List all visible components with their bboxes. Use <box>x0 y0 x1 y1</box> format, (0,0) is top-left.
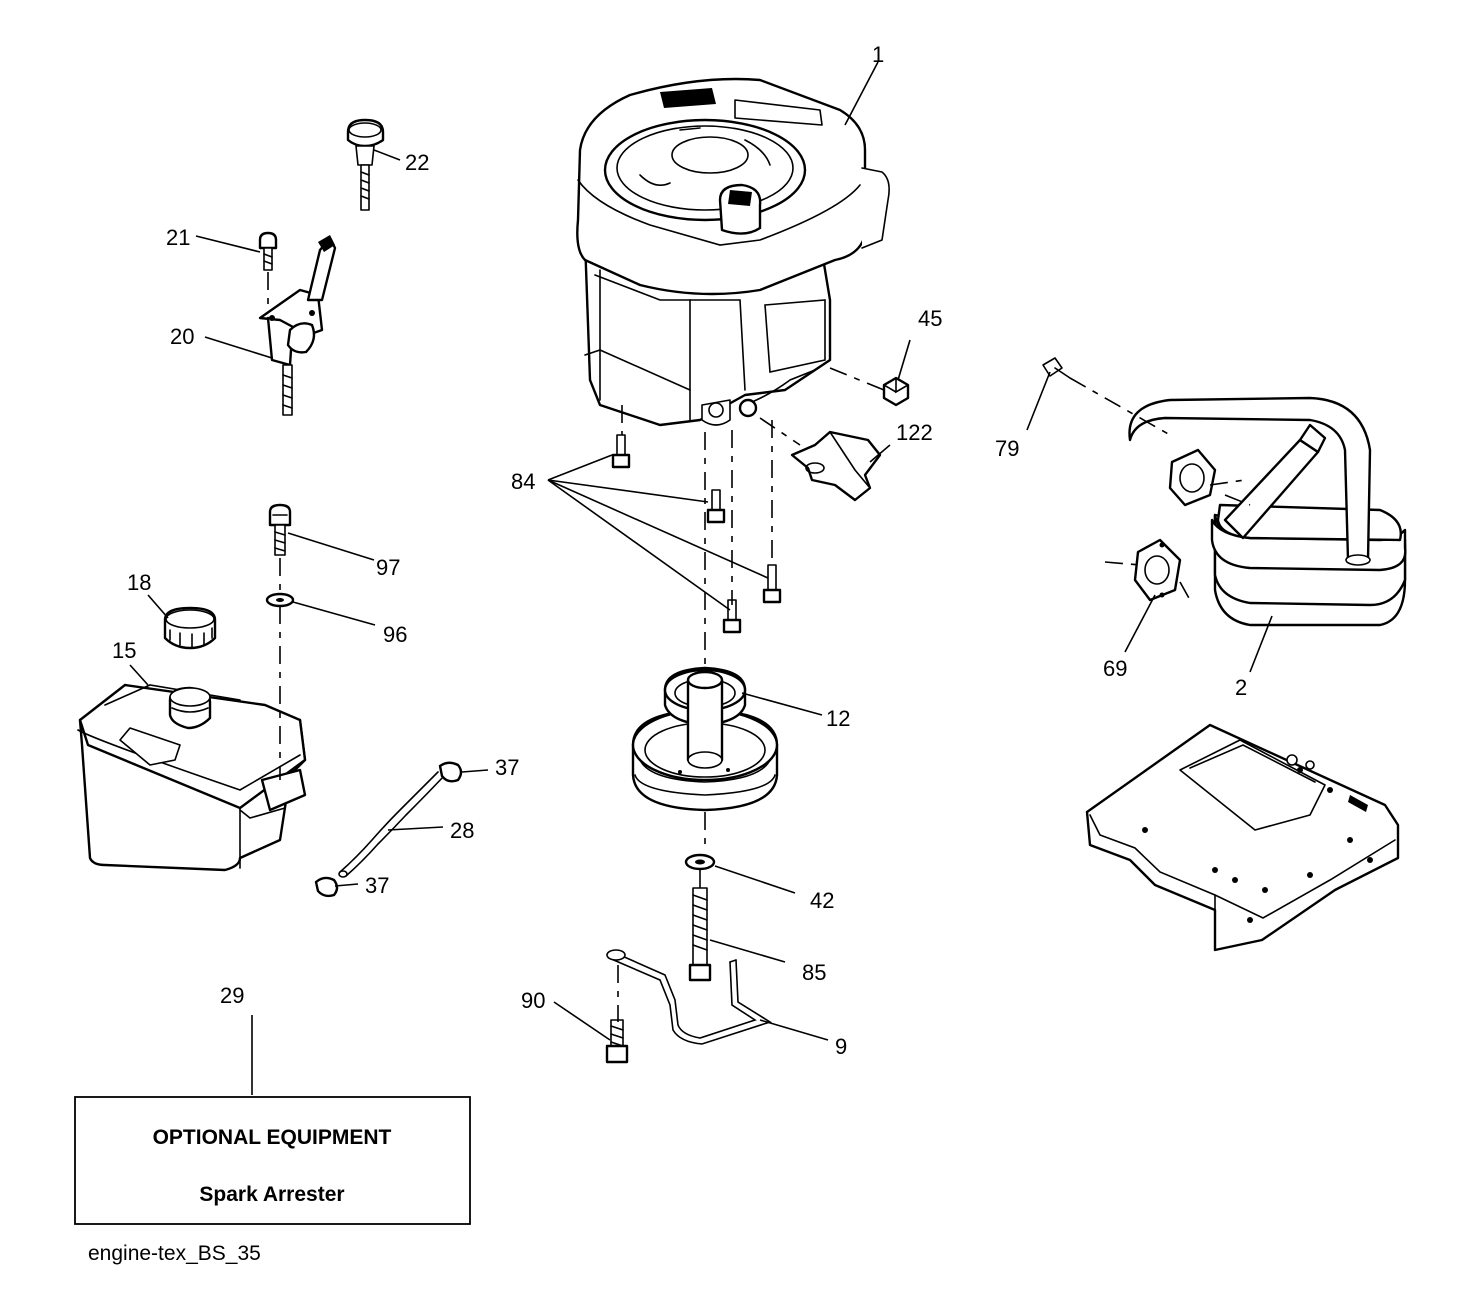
optional-equipment-item: Spark Arrester <box>199 1183 344 1206</box>
choke-knob-part <box>346 118 385 211</box>
callout-37a: 37 <box>495 755 519 780</box>
mount-plate-part <box>1085 723 1400 952</box>
callout-12: 12 <box>826 706 850 731</box>
callout-45: 45 <box>918 306 942 331</box>
callout-37b: 37 <box>365 873 389 898</box>
gasket-part <box>1133 538 1182 602</box>
diagram-id: engine-tex_BS_35 <box>88 1242 261 1265</box>
callout-28: 28 <box>450 818 474 843</box>
callout-122: 122 <box>896 420 933 445</box>
callout-42: 42 <box>810 888 834 913</box>
callout-9: 9 <box>835 1034 847 1059</box>
callout-97: 97 <box>376 555 400 580</box>
optional-equipment-box: OPTIONAL EQUIPMENT Spark Arrester <box>74 1096 471 1225</box>
callout-labels: 1 2 9 12 15 18 20 21 22 28 29 37 37 42 4… <box>112 42 1247 1059</box>
nut-45-part <box>882 376 910 407</box>
callout-90: 90 <box>521 988 545 1013</box>
callout-79: 79 <box>995 436 1019 461</box>
washer-42-part <box>684 853 716 871</box>
bolt-90-part <box>605 1019 629 1064</box>
bolt-84-part <box>611 434 782 634</box>
bolt-79-part <box>1042 357 1071 379</box>
callout-18: 18 <box>127 570 151 595</box>
throttle-control-part <box>258 235 337 416</box>
fuel-line-part <box>338 771 445 878</box>
callout-96: 96 <box>383 622 407 647</box>
hose-clamp-37-part <box>314 761 463 898</box>
callout-22: 22 <box>405 150 429 175</box>
belt-guide-part <box>606 949 772 1045</box>
callout-1: 1 <box>872 42 884 67</box>
engine-part <box>576 77 890 427</box>
fuel-tank-part <box>77 683 307 872</box>
screw-97-part <box>268 503 292 556</box>
callout-29: 29 <box>220 983 244 1008</box>
assembly-lines <box>267 272 1251 1022</box>
callout-2: 2 <box>1235 675 1247 700</box>
muffler-part <box>1128 396 1407 627</box>
callout-85: 85 <box>802 960 826 985</box>
callout-20: 20 <box>170 324 194 349</box>
screw-21-part <box>258 231 278 271</box>
leader-lines <box>129 61 1273 1095</box>
callout-21: 21 <box>166 225 190 250</box>
optional-equipment-title: OPTIONAL EQUIPMENT <box>153 1126 392 1149</box>
fuel-cap-part <box>163 606 217 650</box>
washer-96-part <box>265 592 295 608</box>
callout-15: 15 <box>112 638 136 663</box>
callout-84: 84 <box>511 469 535 494</box>
bracket-122-part <box>790 430 882 502</box>
bolt-85-part <box>688 887 712 982</box>
pulley-12-part <box>631 666 779 812</box>
callout-69: 69 <box>1103 656 1127 681</box>
